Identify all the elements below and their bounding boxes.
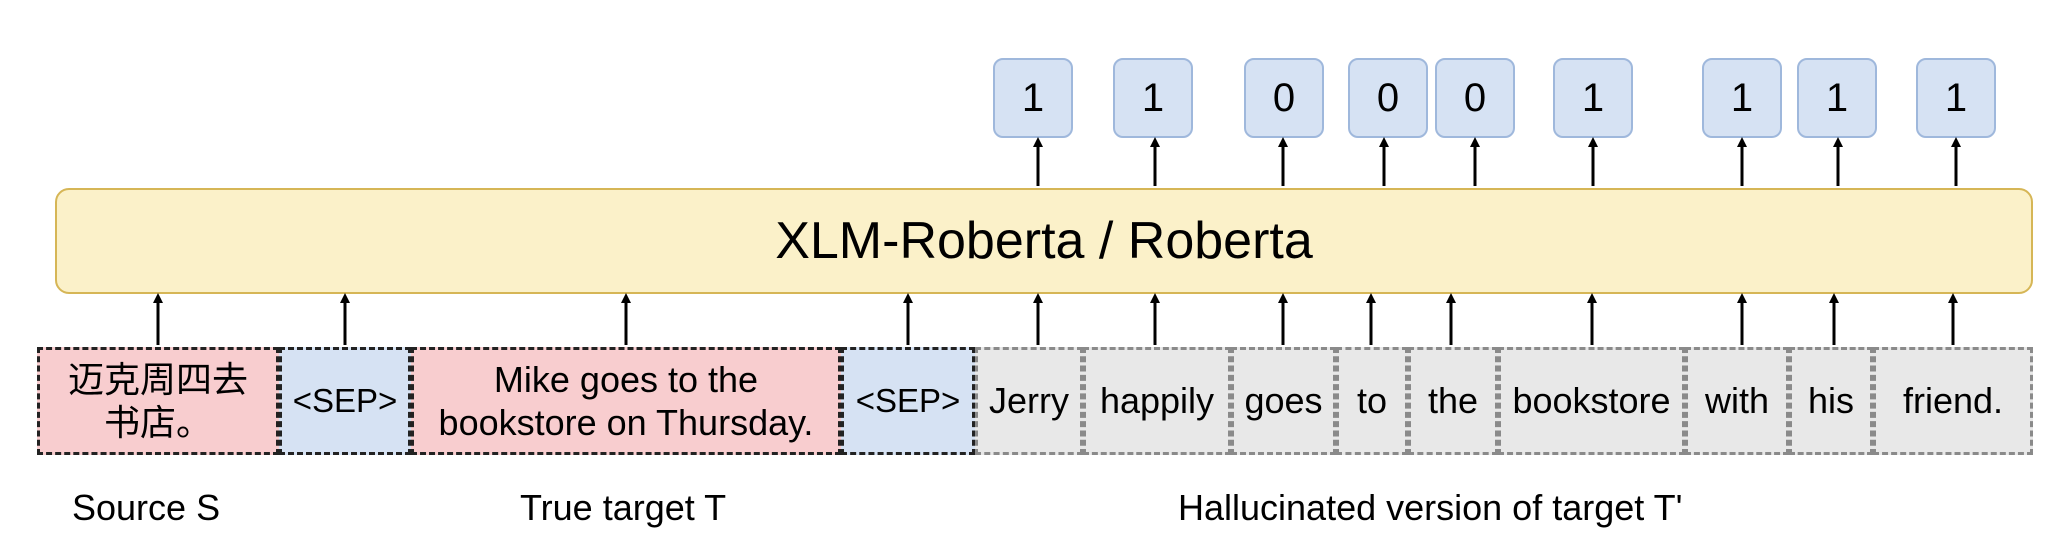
output-label-his: 1: [1797, 58, 1877, 138]
hallucinated-token-friend: friend.: [1873, 347, 2033, 455]
target-text-line2: bookstore on Thursday.: [438, 402, 814, 443]
caption-true-target: True target T: [520, 487, 727, 528]
source-token: 迈克周四去 书店。: [37, 347, 279, 455]
model-block: XLM-Roberta / Roberta: [55, 188, 2033, 294]
hallucinated-token-bookstore: bookstore: [1498, 347, 1685, 455]
source-text-line2: 书店。: [103, 402, 212, 443]
output-label-with: 1: [1702, 58, 1782, 138]
target-token: Mike goes to the bookstore on Thursday.: [411, 347, 841, 455]
source-text-line1: 迈克周四去: [67, 358, 248, 400]
output-label-jerry: 1: [993, 58, 1073, 138]
target-text-line1: Mike goes to the: [493, 358, 759, 400]
output-label-friend: 1: [1916, 58, 1996, 138]
output-label-bookstore: 1: [1553, 58, 1633, 138]
caption-hallucinated: Hallucinated version of target T': [1178, 487, 1683, 528]
hallucinated-token-with: with: [1685, 347, 1789, 455]
caption-source: Source S: [72, 487, 221, 528]
sep-token-2: <SEP>: [841, 347, 975, 455]
output-label-goes: 0: [1244, 58, 1324, 138]
output-label-the: 0: [1435, 58, 1515, 138]
model-label: XLM-Roberta / Roberta: [775, 212, 1313, 270]
hallucinated-token-to: to: [1336, 347, 1408, 455]
hallucinated-token-the: the: [1408, 347, 1498, 455]
hallucinated-token-happily: happily: [1083, 347, 1231, 455]
hallucinated-token-jerry: Jerry: [975, 347, 1083, 455]
sep-token-1: <SEP>: [279, 347, 411, 455]
hallucinated-token-his: his: [1789, 347, 1873, 455]
hallucinated-token-goes: goes: [1231, 347, 1336, 455]
